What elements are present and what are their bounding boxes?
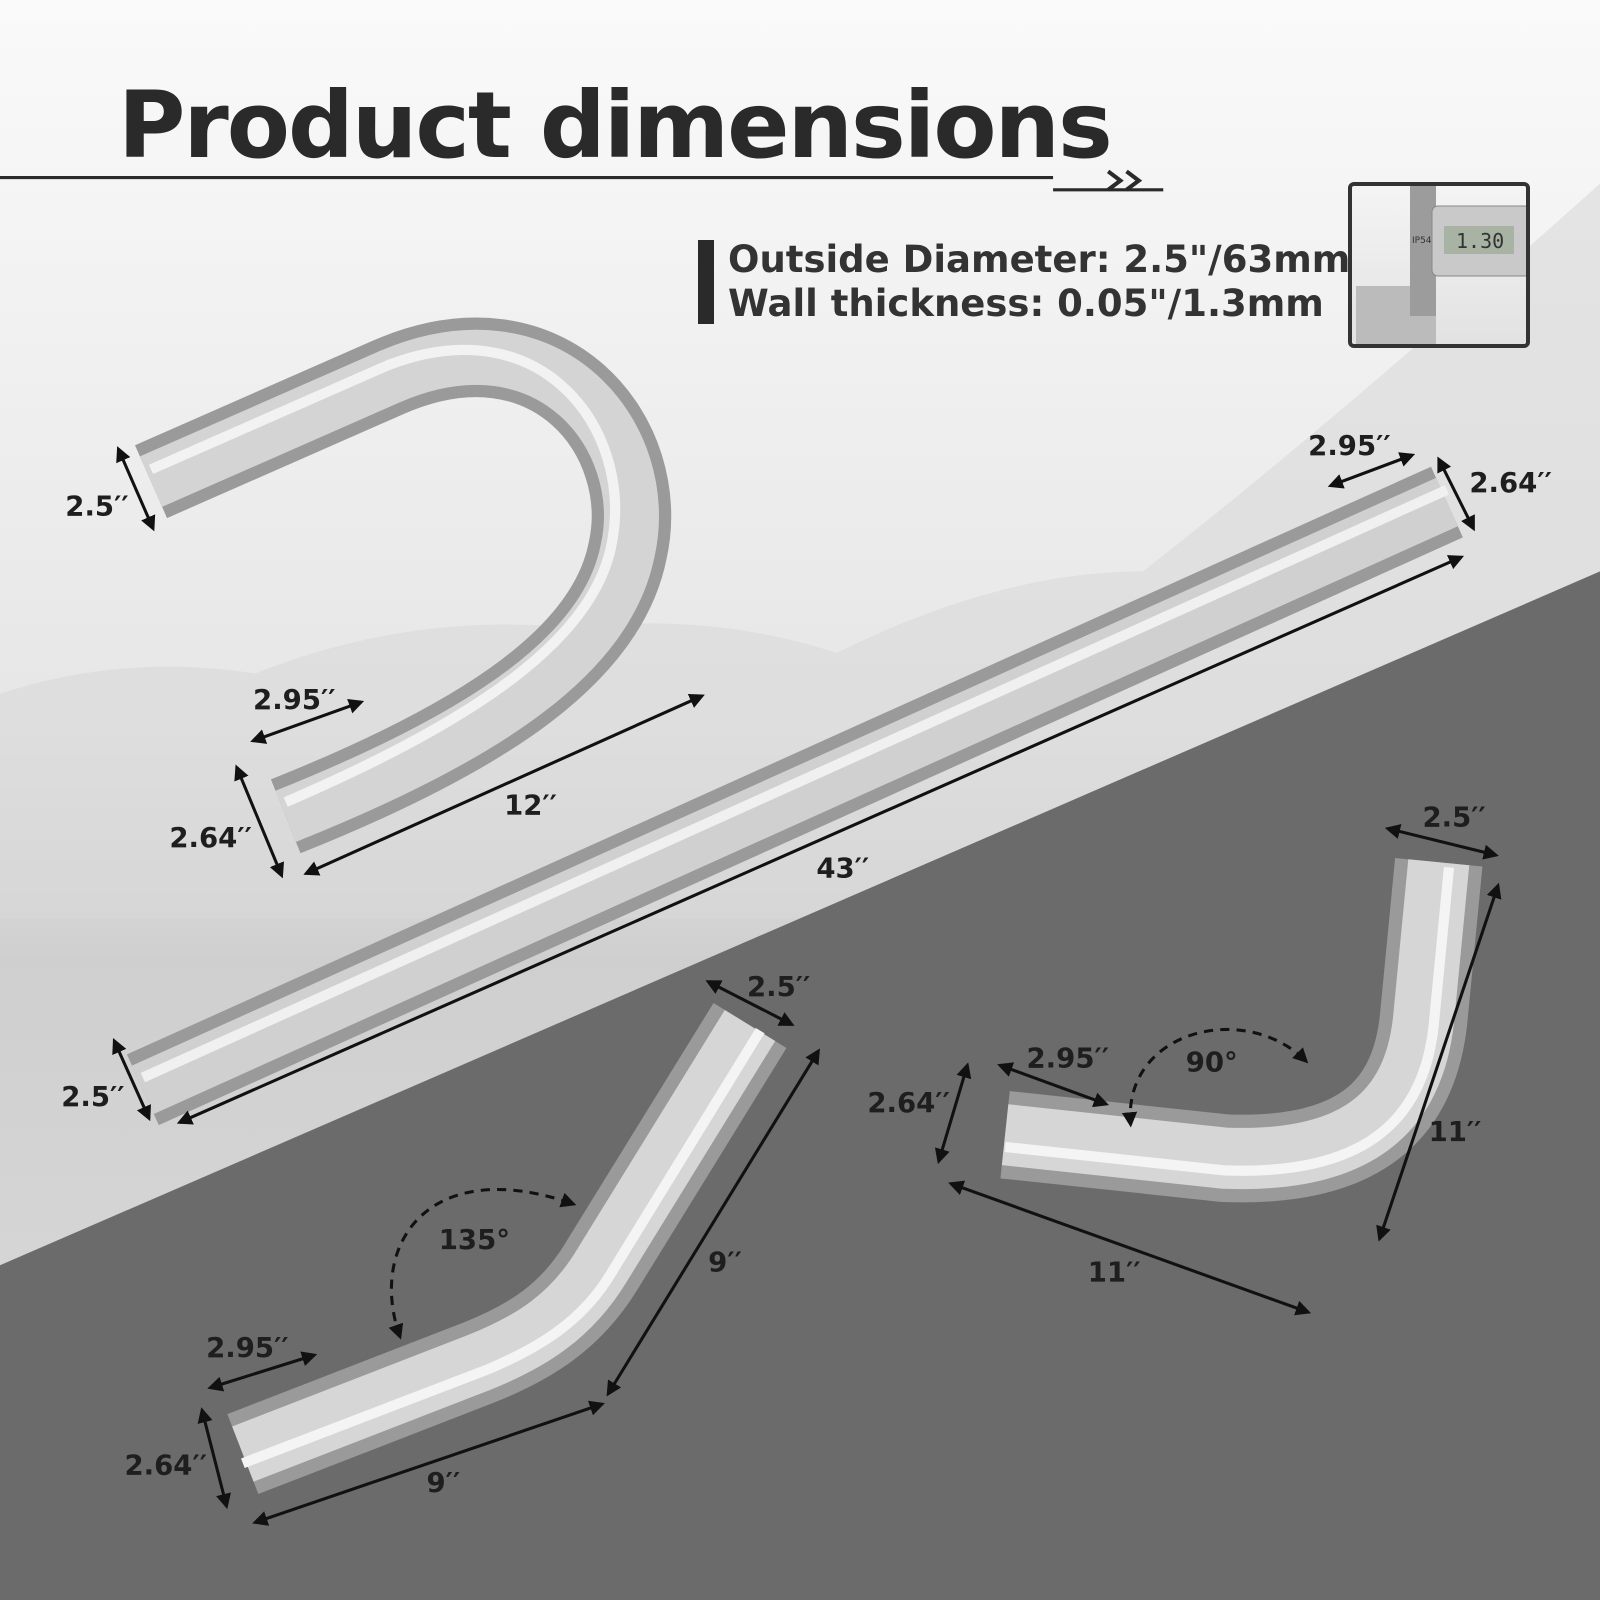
page-title: Product dimensions bbox=[118, 72, 1113, 179]
caliper-icon: 1.30 IP54 bbox=[1356, 186, 1526, 344]
u-bend-length-label: 12′′ bbox=[504, 789, 557, 821]
bend-90-expanded-diameter-label: 2.64′′ bbox=[867, 1087, 950, 1119]
u-bend-expanded-length-label: 2.95′′ bbox=[253, 684, 336, 716]
spec-outside-diameter: Outside Diameter: 2.5"/63mm bbox=[728, 238, 1351, 281]
bend-90-expanded-length-label: 2.95′′ bbox=[1027, 1042, 1110, 1074]
bend-135-diameter-label: 2.5′′ bbox=[747, 971, 810, 1003]
bend-135-expanded-diameter-label: 2.64′′ bbox=[124, 1449, 207, 1481]
specs-block: Outside Diameter: 2.5"/63mm Wall thickne… bbox=[698, 240, 1350, 324]
caliper-reading: 1.30 bbox=[1456, 229, 1504, 253]
caliper-photo: 1.30 IP54 bbox=[1348, 182, 1530, 348]
bend-90-leg-a-label: 11′′ bbox=[1429, 1116, 1482, 1148]
bend-135-expanded-length-label: 2.95′′ bbox=[206, 1332, 288, 1364]
bend-90-diameter-label: 2.5′′ bbox=[1422, 802, 1485, 834]
straight-expanded-diameter-label: 2.64′′ bbox=[1469, 467, 1552, 499]
u-bend-diameter-label: 2.5′′ bbox=[65, 490, 128, 522]
u-bend-expanded-diameter-label: 2.64′′ bbox=[169, 822, 252, 854]
double-chevron-icon bbox=[1106, 169, 1143, 192]
dimension-lines bbox=[112, 446, 1502, 1526]
spec-wall-thickness: Wall thickness: 0.05"/1.3mm bbox=[728, 282, 1324, 325]
bend-135-angle-label: 135° bbox=[439, 1224, 510, 1256]
bend-135-leg-a-label: 9′′ bbox=[708, 1246, 742, 1278]
angle-arcs bbox=[388, 1028, 1309, 1340]
straight-expanded-length-label: 2.95′′ bbox=[1308, 430, 1391, 462]
straight-length-label: 43′′ bbox=[816, 853, 869, 885]
straight-diameter-label: 2.5′′ bbox=[61, 1081, 124, 1113]
bend-135-leg-b-label: 9′′ bbox=[427, 1467, 461, 1499]
bend-90-angle-label: 90° bbox=[1186, 1046, 1238, 1078]
bend-90-leg-b-label: 11′′ bbox=[1088, 1257, 1141, 1289]
caliper-label: IP54 bbox=[1412, 236, 1432, 246]
